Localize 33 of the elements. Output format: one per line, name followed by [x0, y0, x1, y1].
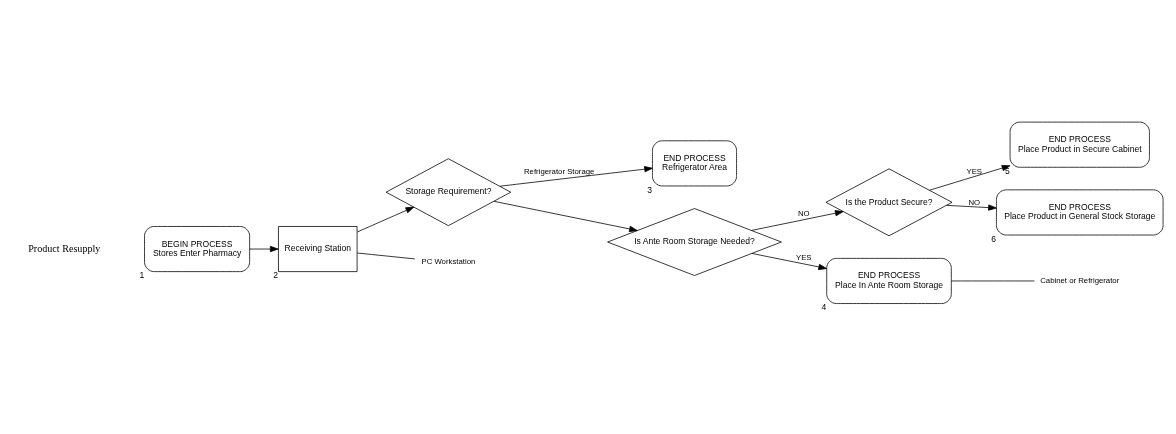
node-label: 1 [139, 269, 145, 280]
edge-label: NO [968, 197, 981, 207]
node-box: Receiving Station [278, 225, 358, 272]
arrow [356, 206, 415, 232]
connector [356, 252, 416, 259]
arrow [751, 209, 844, 231]
arrow [493, 200, 638, 232]
node-text: Cabinet or Refrigerator [1040, 275, 1120, 285]
edge-label: YES [966, 166, 983, 176]
node-diamond: Storage Requirement? [385, 157, 512, 226]
arrow [249, 245, 279, 252]
node-box: END PROCESS Refrigerator Area [652, 139, 737, 186]
node-label: 6 [991, 233, 997, 244]
node-label: 5 [1004, 165, 1010, 176]
arrow [499, 165, 653, 187]
connector [951, 280, 1035, 281]
label: Product Resupply [28, 242, 101, 254]
node-label: 2 [273, 269, 279, 280]
node-box: END PROCESS Place In Ante Room Storage [826, 257, 952, 304]
node-box: BEGIN PROCESS Stores Enter Pharmacy [144, 225, 250, 272]
node-diamond: Is Ante Room Storage Needed? [607, 207, 782, 276]
edge-label: NO [797, 208, 810, 218]
arrow [946, 204, 997, 211]
arrow [751, 252, 827, 270]
arrow [929, 164, 1011, 191]
edge-label: YES [795, 252, 812, 262]
node-diamond: Is the Product Secure? [825, 167, 953, 236]
node-label: 3 [647, 184, 653, 195]
node-label: 4 [821, 301, 827, 312]
node-box: END PROCESS Place Product in Secure Cabinet [1009, 121, 1150, 168]
edge-label: Refrigerator Storage [523, 166, 595, 176]
node-box: END PROCESS Place Product in General Stock Storage [996, 188, 1164, 235]
node-text: PC Workstation [421, 256, 476, 266]
